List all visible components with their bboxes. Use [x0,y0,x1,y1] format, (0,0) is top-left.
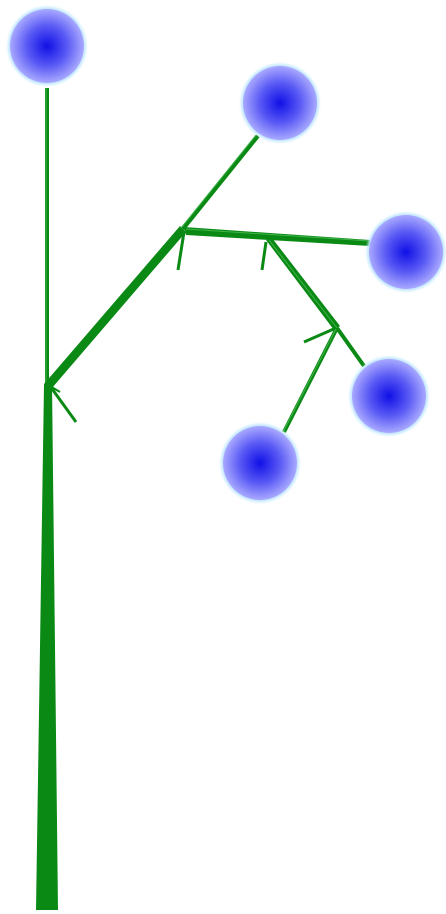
branch-secondary [262,238,340,330]
flower-right [367,213,445,291]
node-spur-lower [50,386,76,422]
branch-to-lower-flower [283,328,337,432]
flower-lower-right [350,357,428,435]
branch-main-diagonal [44,135,258,388]
branch-horizontal [184,227,370,246]
main-stem [36,88,58,910]
flower-top-left [8,7,86,85]
flower-upper-right [241,64,319,142]
flower-lower [221,424,299,502]
